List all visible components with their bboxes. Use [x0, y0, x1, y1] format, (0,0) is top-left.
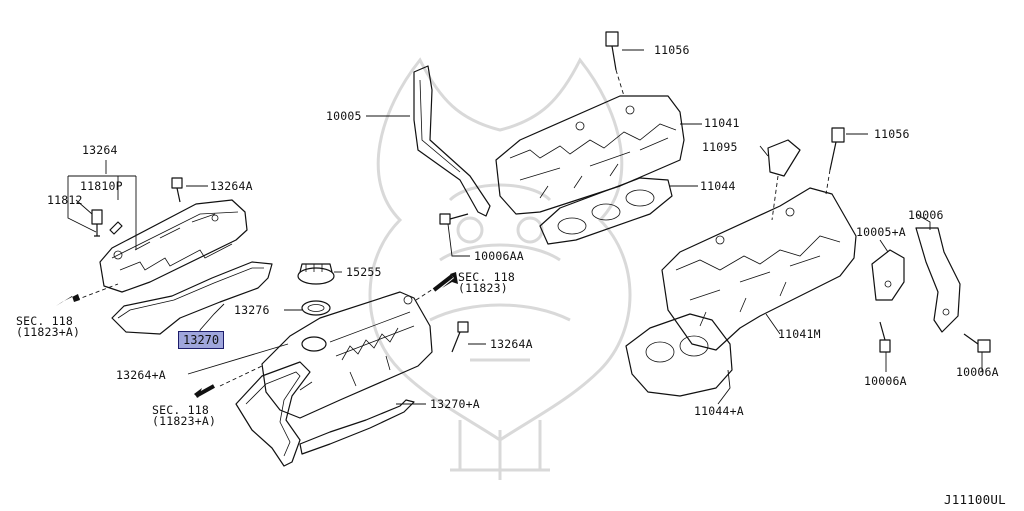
label-10006AA[interactable]: 10006AA	[474, 249, 524, 263]
label-11810P[interactable]: 11810P	[80, 179, 123, 193]
label-10006A-right[interactable]: 10006A	[956, 365, 999, 379]
label-11044[interactable]: 11044	[700, 179, 736, 193]
label-sec-118-left[interactable]: SEC. 118 (11823+A)	[16, 314, 81, 339]
bolt-13264A-mid	[451, 321, 469, 353]
label-13264A-mid[interactable]: 13264A	[490, 337, 533, 351]
label-11056-top[interactable]: 11056	[654, 43, 690, 57]
oil-cap-15255	[297, 263, 335, 285]
label-15255[interactable]: 15255	[346, 265, 382, 279]
label-13276[interactable]: 13276	[234, 303, 270, 317]
label-13264[interactable]: 13264	[82, 143, 118, 157]
label-11041M[interactable]: 11041M	[778, 327, 821, 341]
bolt-13264A-top	[171, 177, 183, 203]
bolt-10006AA	[439, 213, 469, 225]
cylinder-head-11041M	[661, 187, 857, 351]
label-11044plusA[interactable]: 11044+A	[694, 404, 744, 418]
sensor-11812	[91, 209, 103, 237]
arrow-sec-mid	[415, 272, 458, 301]
leader-lines	[67, 49, 983, 405]
bolt-10006A-right	[963, 333, 991, 353]
head-gasket-11044plusA	[625, 313, 733, 397]
arrow-sec-left	[56, 283, 119, 306]
diagram-code: J11100UL	[944, 492, 1006, 507]
label-13270plusA[interactable]: 13270+A	[430, 397, 480, 411]
label-sec-118-bottom[interactable]: SEC. 118 (11823+A)	[152, 403, 217, 428]
cylinder-head-11041	[495, 95, 685, 215]
label-13264A-top[interactable]: 13264A	[210, 179, 253, 193]
label-10006[interactable]: 10006	[908, 208, 944, 222]
label-sec-118-mid[interactable]: SEC. 118 (11823)	[458, 270, 515, 295]
label-11812[interactable]: 11812	[47, 193, 83, 207]
label-10005[interactable]: 10005	[326, 109, 362, 123]
bolt-11056-right	[825, 127, 845, 195]
dowel-11095	[767, 139, 801, 221]
rocker-cover-left	[99, 199, 248, 293]
label-11095[interactable]: 11095	[702, 140, 738, 154]
rocker-cover-center	[261, 291, 433, 419]
label-10005plusA[interactable]: 10005+A	[856, 225, 906, 239]
sensor-11810P	[109, 221, 123, 235]
bolt-11056-top	[605, 31, 625, 97]
seal-13276	[301, 300, 331, 316]
head-gasket-11044	[539, 177, 673, 245]
bracket-10005plusA	[871, 249, 905, 301]
bracket-10006	[915, 227, 961, 333]
label-10006A-left[interactable]: 10006A	[864, 374, 907, 388]
bracket-10005	[413, 65, 491, 217]
bolt-10006A-left	[879, 321, 891, 353]
label-11056-right[interactable]: 11056	[874, 127, 910, 141]
arrow-sec-bottom	[194, 365, 263, 398]
gasket-left	[111, 261, 273, 335]
label-13264plusA[interactable]: 13264+A	[116, 368, 166, 382]
label-11041[interactable]: 11041	[704, 116, 740, 130]
watermark-emblem	[368, 57, 632, 480]
gasket-13270plusA	[235, 361, 415, 467]
highlighted-part-13270[interactable]: 13270	[178, 331, 225, 349]
